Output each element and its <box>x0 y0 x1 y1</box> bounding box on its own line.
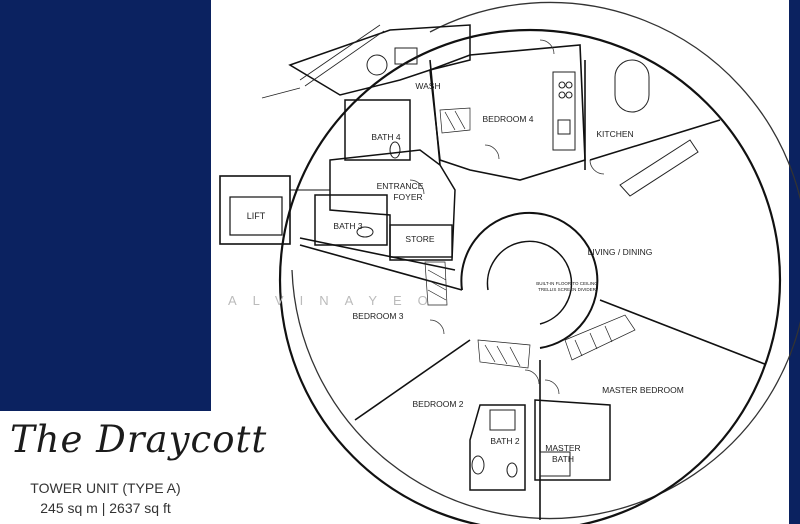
room-label-entrance: ENTRANCE <box>377 181 424 191</box>
room-label-foyer: FOYER <box>393 192 422 202</box>
room-label-master-bath: BATH <box>552 454 574 464</box>
room-label-bedroom-3: BEDROOM 3 <box>352 311 403 321</box>
room-label-lift: LIFT <box>247 211 266 221</box>
outer-wall <box>278 28 782 524</box>
room-label-bath-3: BATH 3 <box>333 221 362 231</box>
room-label-store: STORE <box>405 234 434 244</box>
room-label-kitchen: KITCHEN <box>596 129 633 139</box>
unit-type: TOWER UNIT (TYPE A) <box>30 480 181 496</box>
room-label-bath-2: BATH 2 <box>490 436 519 446</box>
note-grille-line-2: TRELLIS SCREEN DIVIDER <box>538 287 597 292</box>
room-label-bedroom-2: BEDROOM 2 <box>412 399 463 409</box>
project-title: The Draycott <box>10 418 268 461</box>
inner-core <box>460 211 599 349</box>
room-label-living-dining: LIVING / DINING <box>588 247 653 257</box>
balcony-arc <box>291 1 800 520</box>
room-label-master-bedroom: MASTER BEDROOM <box>602 385 684 395</box>
brand-panel <box>0 0 211 411</box>
room-label-master: MASTER <box>545 443 580 453</box>
room-label-bath-4: BATH 4 <box>371 132 400 142</box>
right-edge-strip <box>789 0 800 524</box>
room-label-wash: WASH <box>415 81 440 91</box>
watermark: ALVINAYEO <box>228 293 444 308</box>
unit-area: 245 sq m | 2637 sq ft <box>40 500 171 516</box>
room-label-bedroom-4: BEDROOM 4 <box>482 114 533 124</box>
note-grille-line-1: BUILT-IN FLOOR TO CEILING <box>536 281 598 286</box>
